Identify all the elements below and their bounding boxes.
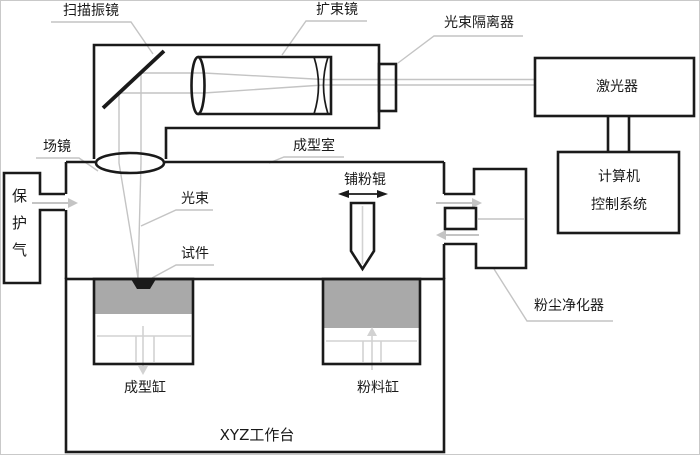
label-computer-line2: 控制系统 (591, 197, 647, 213)
computer-box (556, 150, 681, 235)
flow-arrows (32, 198, 524, 240)
beam-line-upper (137, 72, 535, 279)
structure (2, 43, 696, 454)
gas-inlet-duct (2, 171, 65, 285)
leader-beam-expander (281, 20, 367, 56)
forming-chamber-walls (64, 160, 446, 279)
label-forming-cylinder: 成型缸 (124, 380, 166, 396)
label-beam: 光束 (181, 191, 209, 207)
label-computer: 计算机 控制系统 (591, 163, 647, 219)
leader-field-lens (36, 157, 99, 172)
piston-down-arrowhead (138, 366, 148, 375)
field-lens (94, 151, 166, 175)
beam-isolator-box (377, 62, 398, 113)
label-powder-roller: 铺粉辊 (344, 172, 386, 188)
gas-arrowhead (68, 198, 78, 208)
roller-motion-arrowhead-right (377, 190, 388, 198)
beam-line-lower (118, 84, 535, 279)
circulation-out-arrowhead (472, 198, 482, 208)
powder-cylinder-powder (324, 279, 419, 328)
circulation-back-arrowhead (436, 230, 446, 240)
piston-up-arrowhead (367, 327, 377, 336)
piston-guides (97, 206, 417, 375)
label-field-lens: 场镜 (43, 139, 71, 155)
leader-specimen (151, 264, 214, 279)
forming-piston-lines (97, 335, 191, 362)
xyz-worktable-box (64, 277, 446, 454)
leader-lines (36, 20, 613, 322)
specimen-shape (131, 279, 156, 289)
label-powder-cylinder: 粉料缸 (357, 380, 399, 396)
powder-roller-shape (349, 201, 376, 272)
laser-computer-connector (606, 116, 631, 152)
label-protective-gas: 保护气 (10, 188, 28, 269)
label-dust-purifier: 粉尘净化器 (534, 298, 604, 314)
roller-motion-arrowhead-left (338, 190, 349, 198)
beam-expander-front-lens (190, 55, 206, 116)
label-forming-chamber: 成型室 (293, 138, 335, 154)
label-xyz-table: XYZ工作台 (219, 426, 295, 444)
label-beam-isolator: 光束隔离器 (444, 15, 514, 31)
leader-beam-isolator (397, 35, 523, 64)
scanning-mirror (101, 49, 166, 110)
label-specimen: 试件 (181, 246, 209, 262)
laser-box (533, 56, 696, 118)
powder-cylinder-box (321, 277, 422, 366)
dust-purifier-body (444, 167, 528, 270)
label-computer-line1: 计算机 (598, 169, 640, 185)
label-laser: 激光器 (596, 79, 638, 95)
leader-dust-purifier (493, 268, 613, 322)
dust-purifier-filter (443, 206, 478, 231)
label-scanner: 扫描振镜 (63, 3, 119, 19)
leader-beam (140, 209, 213, 227)
laser-beam (118, 72, 535, 279)
beam-expander-cylinder (198, 55, 333, 116)
label-beam-expander: 扩束镜 (316, 2, 358, 18)
optics-housing (92, 43, 381, 159)
leader-scanner (51, 21, 154, 55)
beam-expander-concave-lens (313, 56, 329, 115)
